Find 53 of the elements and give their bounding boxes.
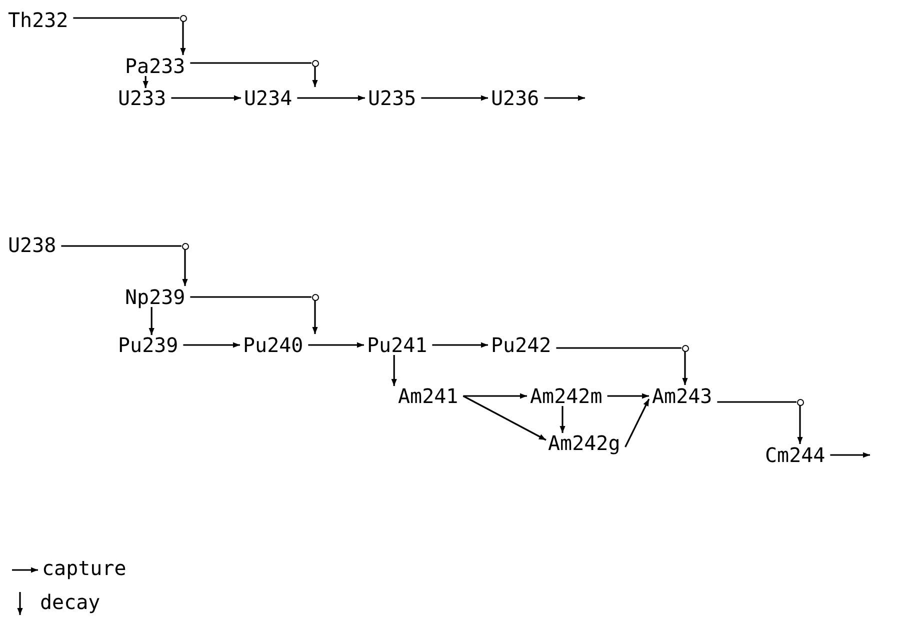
arrow (148, 307, 154, 335)
nuclide-label: Cm244 (765, 444, 826, 466)
arrow (682, 352, 688, 385)
nuclide-label: Am243 (652, 385, 712, 407)
nuclide-label: U235 (368, 87, 416, 109)
arrow (463, 393, 527, 399)
connector-line (73, 17, 180, 19)
arrow (607, 393, 649, 399)
arrow (432, 342, 488, 348)
junction-circle (312, 60, 318, 66)
arrow (462, 395, 546, 441)
connector-line (61, 245, 182, 247)
nuclide-label: Th232 (8, 9, 68, 31)
connector-line (556, 347, 682, 349)
connector-line (190, 62, 312, 64)
junction-circle (182, 242, 188, 250)
arrow (180, 22, 186, 55)
arrow (142, 76, 148, 88)
arrow (183, 342, 240, 348)
junction-circle (180, 14, 186, 22)
nuclide-label: Pa233 (125, 55, 186, 77)
arrow (391, 355, 397, 386)
arrow (797, 406, 803, 444)
legend-label: decay (40, 591, 100, 613)
arrow (560, 406, 566, 433)
arrow (182, 250, 188, 286)
nuclide-label: Pu242 (491, 334, 552, 356)
nuclide-label: U233 (118, 87, 166, 109)
arrow (312, 66, 318, 87)
nuclide-label: Np239 (125, 286, 186, 308)
arrow (830, 452, 870, 458)
arrow (308, 342, 364, 348)
nuclide-label: Am242m (530, 385, 602, 407)
arrow (171, 95, 241, 101)
nuclide-label: U238 (8, 234, 56, 256)
arrow (544, 95, 585, 101)
connector-line (717, 401, 796, 403)
arrow (421, 95, 488, 101)
nuclide-label: U234 (244, 87, 292, 109)
arrow (297, 95, 365, 101)
nuclide-label: Pu239 (118, 334, 178, 356)
junction-circle (312, 294, 318, 300)
nuclide-label: Pu240 (243, 334, 304, 356)
legend-label: capture (42, 557, 126, 579)
junction-circle (796, 398, 804, 406)
nuclide-label: U236 (491, 87, 540, 109)
arrow (624, 398, 650, 448)
nuclide-label: Am241 (398, 385, 458, 407)
nuclide-label: Pu241 (367, 334, 428, 356)
nuclide-label: Am242g (548, 432, 620, 454)
junction-circle (682, 344, 688, 352)
arrow (312, 300, 318, 334)
connector-line (190, 296, 312, 298)
